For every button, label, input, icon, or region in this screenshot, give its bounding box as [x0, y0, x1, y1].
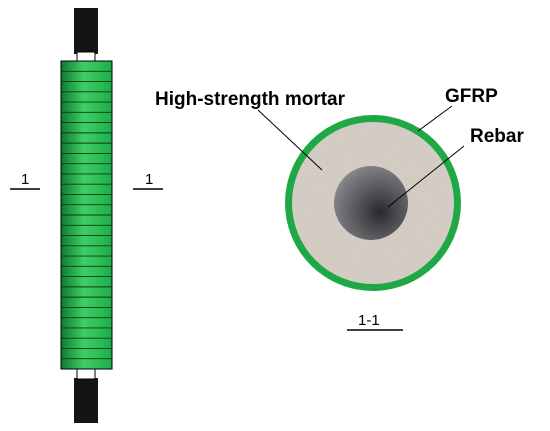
gfrp-wrap-bands [61, 70, 112, 360]
gfrp-label: GFRP [445, 86, 498, 107]
rebar-core [334, 166, 408, 240]
leader-lines [257, 105, 465, 208]
mortar-bottom-gap [76, 367, 96, 380]
rebar-leader [387, 145, 465, 208]
section-cut-marks: 1 1 [10, 171, 163, 190]
section-mark-right-label: 1 [145, 171, 153, 188]
section-mark-left-label: 1 [21, 171, 29, 188]
rebar-label: Rebar [470, 126, 524, 147]
rebar-top-end [74, 8, 98, 54]
mortar-label: High-strength mortar [155, 89, 346, 110]
section-title-label: 1-1 [358, 312, 380, 329]
column-elevation [60, 8, 113, 423]
mortar-leader [257, 109, 323, 171]
rebar-bottom-end [74, 378, 98, 423]
section-title: 1-1 [347, 312, 403, 331]
gfrp-leader [417, 105, 453, 132]
cross-section [285, 115, 461, 291]
